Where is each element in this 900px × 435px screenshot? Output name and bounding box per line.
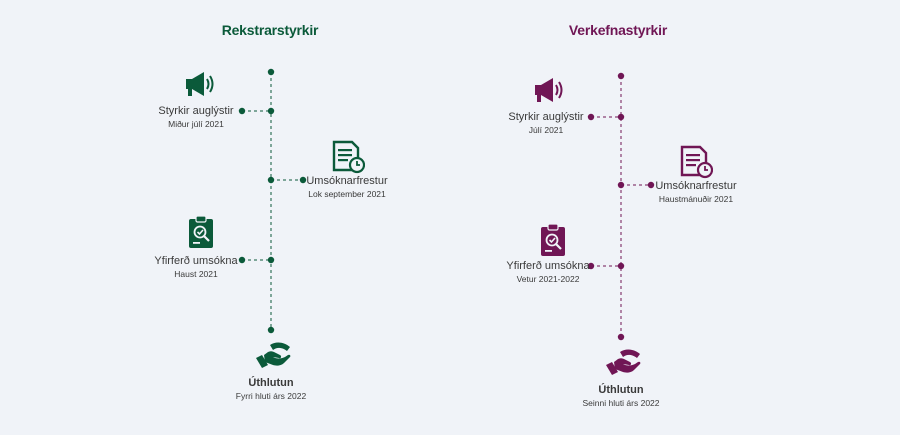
timeline-dot bbox=[267, 176, 275, 184]
hand-money-icon bbox=[606, 349, 641, 375]
timeline-start-dot bbox=[267, 68, 275, 76]
timeline-end-dot bbox=[267, 326, 275, 334]
timeline-title: Verkefnastyrkir bbox=[568, 22, 668, 38]
timeline-start-dot bbox=[617, 72, 625, 80]
branch-dot bbox=[238, 107, 246, 115]
timeline-end-dot bbox=[617, 333, 625, 341]
branch-dot bbox=[647, 181, 655, 189]
step-label: Umsóknarfrestur bbox=[655, 180, 737, 192]
step-date: Vetur 2021-2022 bbox=[516, 274, 580, 284]
step-label: Úthlutun bbox=[248, 377, 294, 389]
step-label: Styrkir auglýstir bbox=[158, 105, 234, 117]
timeline-rekstrarstyrkir: Rekstrarstyrkir Styrkir auglýstir Miður … bbox=[150, 22, 394, 402]
timeline-dot bbox=[617, 113, 625, 121]
step-label: Úthlutun bbox=[598, 384, 644, 396]
timeline-lines bbox=[238, 68, 307, 334]
step-advertised: Styrkir auglýstir Júlí 2021 bbox=[500, 110, 592, 136]
branch-dot bbox=[587, 262, 595, 270]
step-label: Yfirferð umsókna bbox=[506, 260, 590, 272]
document-clock-icon bbox=[332, 140, 365, 174]
step-advertised: Styrkir auglýstir Miður júlí 2021 bbox=[150, 104, 242, 130]
megaphone-icon bbox=[186, 72, 214, 96]
step-allocation: Úthlutun Seinni hluti árs 2022 bbox=[568, 383, 674, 409]
timeline-dot bbox=[617, 181, 625, 189]
step-label: Yfirferð umsókna bbox=[154, 255, 238, 267]
timeline-title: Rekstrarstyrkir bbox=[221, 22, 319, 38]
step-review: Yfirferð umsókna Vetur 2021-2022 bbox=[502, 259, 594, 285]
timeline-verkefnastyrkir: Verkefnastyrkir Styrkir auglýstir Júlí 2… bbox=[450, 0, 900, 435]
step-date: Haust 2021 bbox=[174, 269, 218, 279]
branch-dot bbox=[587, 113, 595, 121]
step-date: Fyrri hluti árs 2022 bbox=[235, 391, 307, 401]
timeline-lines bbox=[587, 72, 655, 341]
branch-dot bbox=[299, 176, 307, 184]
clipboard-review-icon bbox=[189, 215, 213, 248]
timeline-dot bbox=[267, 107, 275, 115]
step-date: Lok september 2021 bbox=[308, 189, 386, 199]
step-label: Styrkir auglýstir bbox=[508, 111, 584, 123]
branch-dot bbox=[238, 256, 246, 264]
step-review: Yfirferð umsókna Haust 2021 bbox=[150, 254, 242, 280]
step-date: Haustmánuðir 2021 bbox=[658, 194, 734, 204]
clipboard-review-icon bbox=[541, 223, 565, 256]
step-date: Júlí 2021 bbox=[528, 125, 564, 135]
step-date: Seinni hluti árs 2022 bbox=[582, 398, 660, 408]
step-deadline: Umsóknarfrestur Lok september 2021 bbox=[300, 174, 394, 200]
timeline-dot bbox=[267, 256, 275, 264]
step-label: Umsóknarfrestur bbox=[306, 175, 388, 187]
timeline-dot bbox=[617, 262, 625, 270]
hand-money-icon bbox=[256, 342, 291, 368]
document-clock-icon bbox=[680, 145, 713, 179]
step-deadline: Umsóknarfrestur Haustmánuðir 2021 bbox=[648, 179, 744, 205]
step-allocation: Úthlutun Fyrri hluti árs 2022 bbox=[222, 376, 320, 402]
megaphone-icon bbox=[535, 78, 563, 102]
step-date: Miður júlí 2021 bbox=[168, 119, 224, 129]
